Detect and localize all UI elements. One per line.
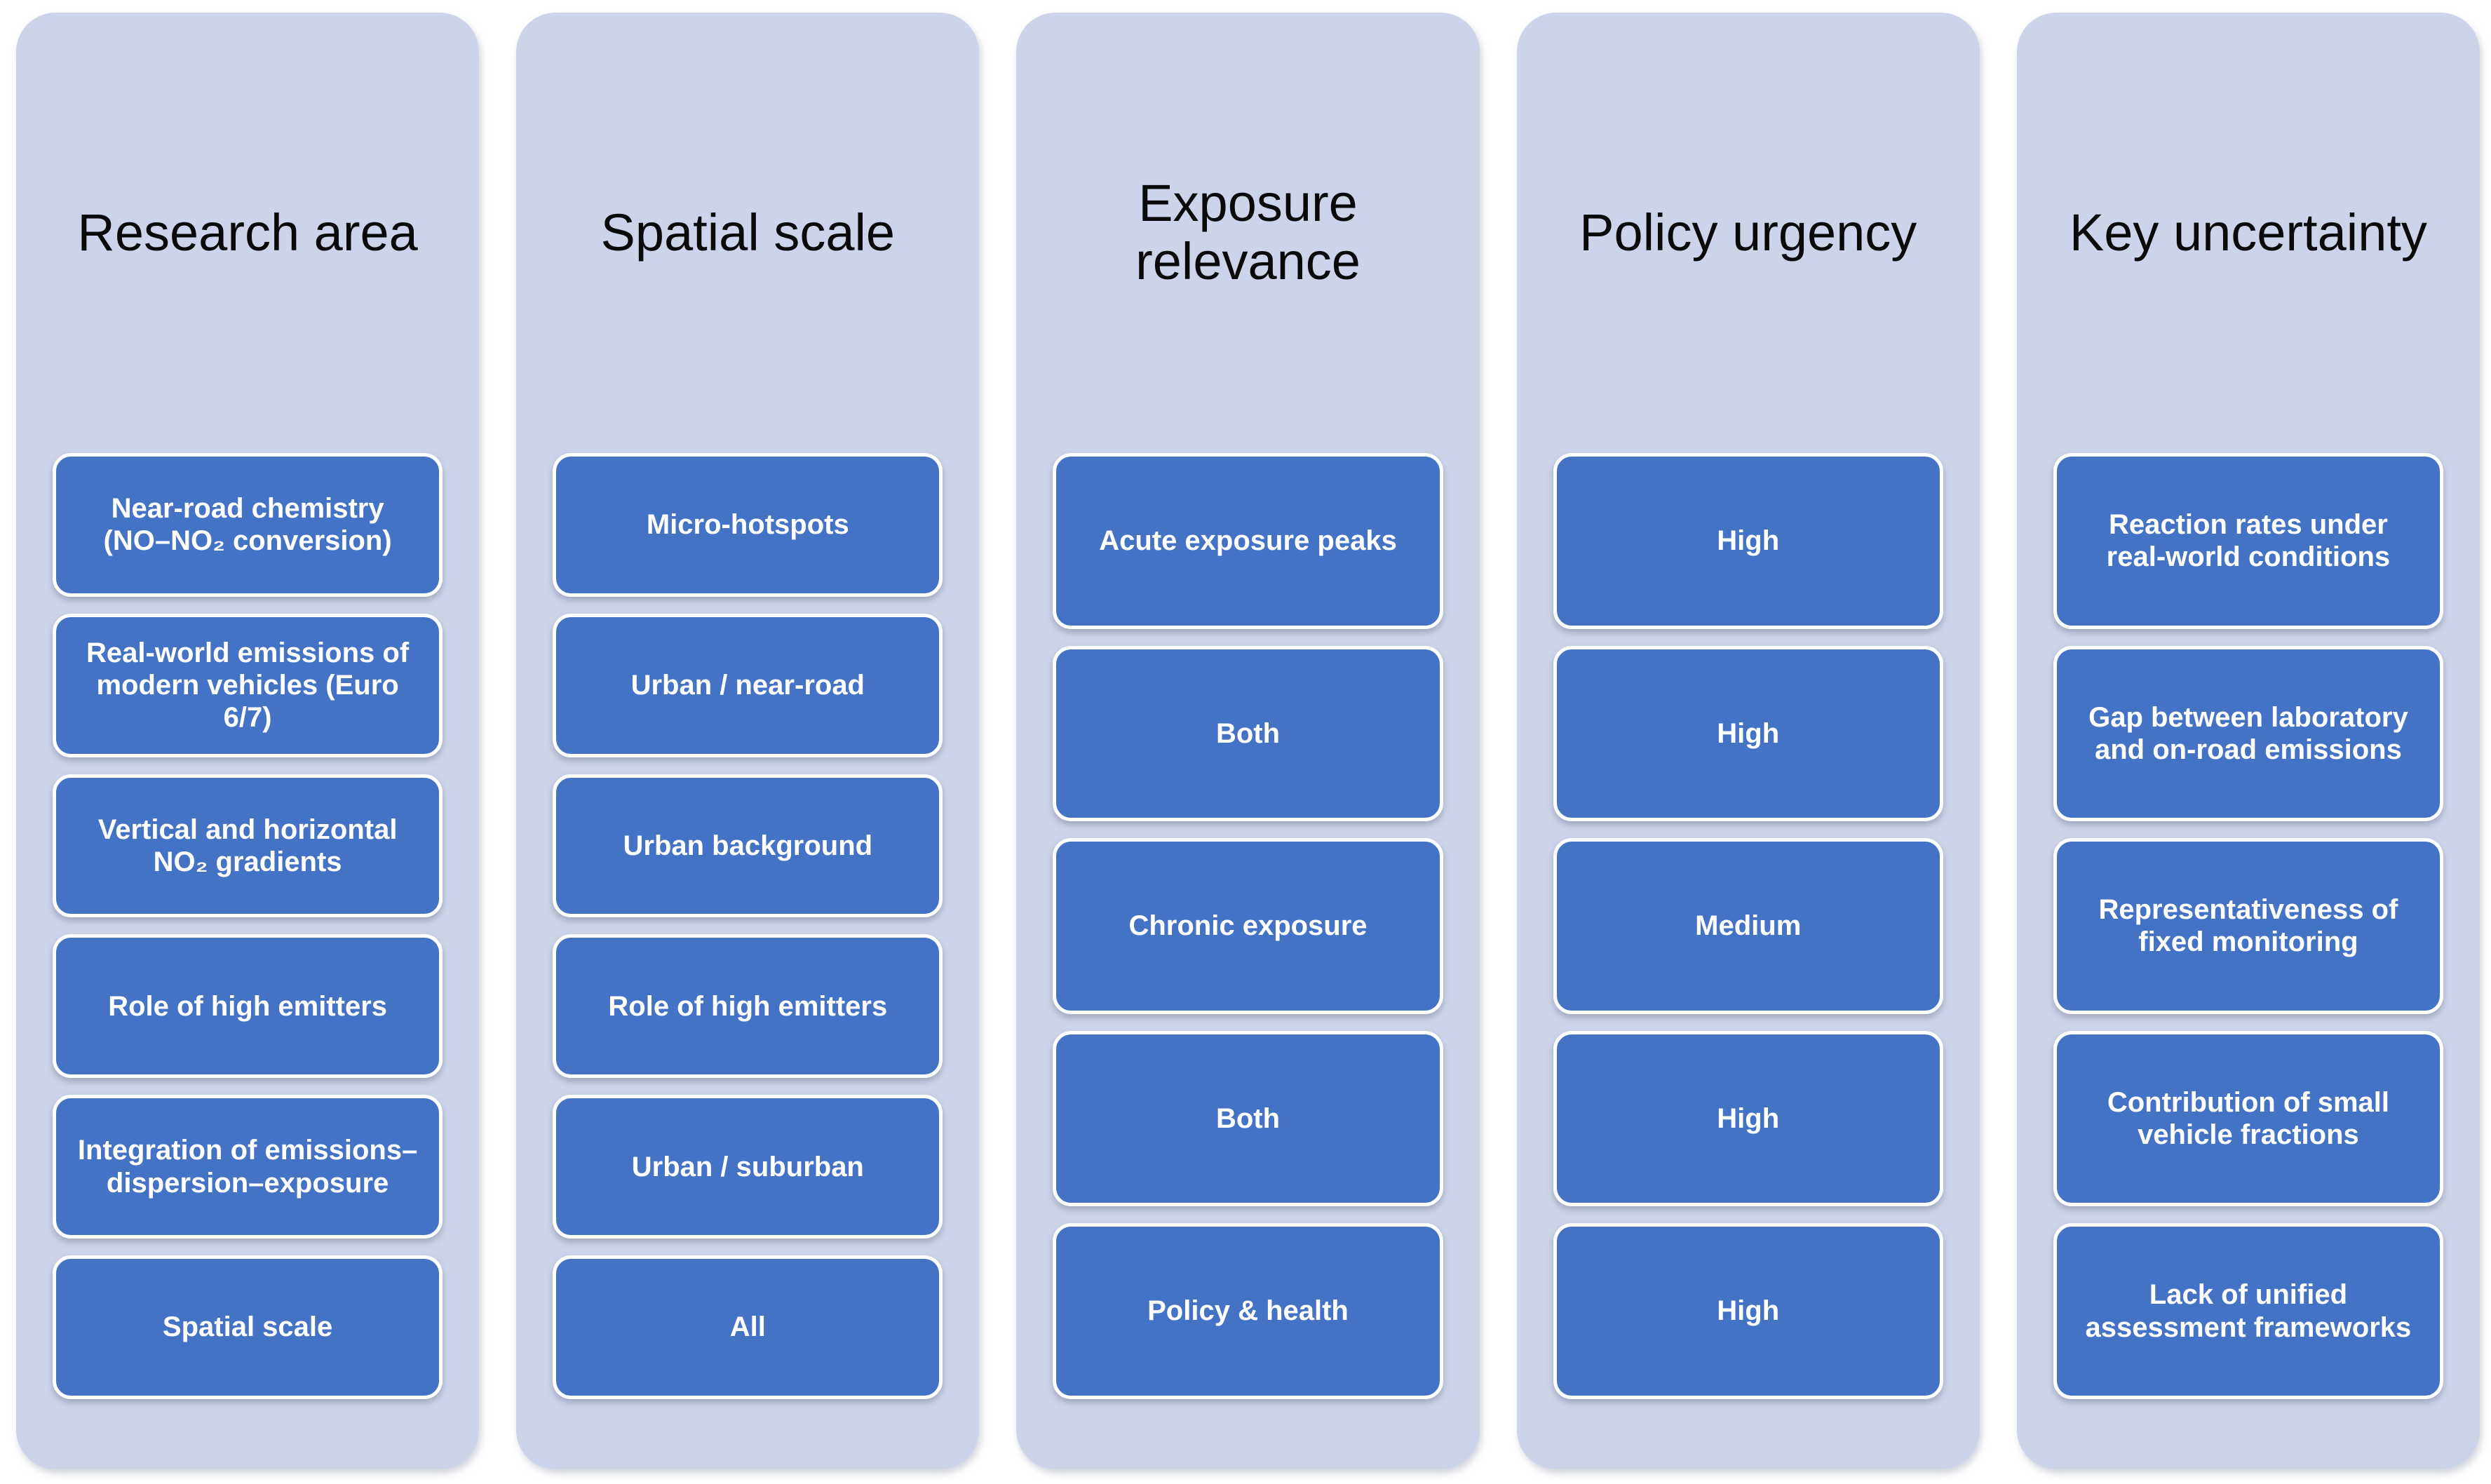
item-box: Both: [1053, 645, 1443, 822]
box-stack: High High Medium High High: [1517, 453, 1980, 1469]
box-stack: Near-road chemistry (NO–NO₂ conversion) …: [16, 453, 479, 1469]
column-research-area: Research area Near-road chemistry (NO–NO…: [16, 13, 480, 1469]
column-header: Research area: [77, 203, 418, 262]
box-stack: Reaction rates under real-world conditio…: [2017, 453, 2480, 1469]
item-box: Gap between laboratory and on-road emiss…: [2053, 645, 2444, 822]
item-box: Representativeness of fixed monitoring: [2053, 838, 2444, 1014]
item-box: Contribution of small vehicle fractions: [2053, 1030, 2444, 1207]
item-box: Lack of unified assessment frameworks: [2053, 1223, 2444, 1399]
item-box: All: [553, 1255, 943, 1399]
item-box: Integration of emissions–dispersion–expo…: [53, 1095, 443, 1239]
item-box: Near-road chemistry (NO–NO₂ conversion): [53, 453, 443, 597]
item-box: Medium: [1553, 838, 1943, 1014]
column-header: Key uncertainty: [2069, 203, 2427, 262]
column-header: Spatial scale: [600, 203, 896, 262]
item-box: Reaction rates under real-world conditio…: [2053, 453, 2444, 629]
item-box: Spatial scale: [53, 1255, 443, 1399]
column-header: Policy urgency: [1579, 203, 1917, 262]
item-box: Real-world emissions of modern vehicles …: [53, 613, 443, 757]
item-box: Micro-hotspots: [553, 453, 943, 597]
item-box: Role of high emitters: [553, 934, 943, 1079]
column-spatial-scale: Spatial scale Micro-hotspots Urban / nea…: [516, 13, 980, 1469]
item-box: Role of high emitters: [53, 934, 443, 1079]
item-box: Urban / near-road: [553, 613, 943, 757]
item-box: Acute exposure peaks: [1053, 453, 1443, 629]
item-box: Both: [1053, 1030, 1443, 1207]
box-stack: Acute exposure peaks Both Chronic exposu…: [1016, 453, 1479, 1469]
item-box: Urban background: [553, 774, 943, 918]
item-box: Vertical and horizontal NO₂ gradients: [53, 774, 443, 918]
column-policy-urgency: Policy urgency High High Medium High Hig…: [1516, 13, 1980, 1469]
column-key-uncertainty: Key uncertainty Reaction rates under rea…: [2016, 13, 2480, 1469]
item-box: Chronic exposure: [1053, 838, 1443, 1014]
item-box: Policy & health: [1053, 1223, 1443, 1399]
box-stack: Micro-hotspots Urban / near-road Urban b…: [516, 453, 979, 1469]
item-box: Urban / suburban: [553, 1095, 943, 1239]
item-box: High: [1553, 453, 1943, 629]
item-box: High: [1553, 645, 1943, 822]
column-exposure-relevance: Exposure relevance Acute exposure peaks …: [1016, 13, 1480, 1469]
column-header: Exposure relevance: [1135, 174, 1361, 290]
item-box: High: [1553, 1223, 1943, 1399]
item-box: High: [1553, 1030, 1943, 1207]
